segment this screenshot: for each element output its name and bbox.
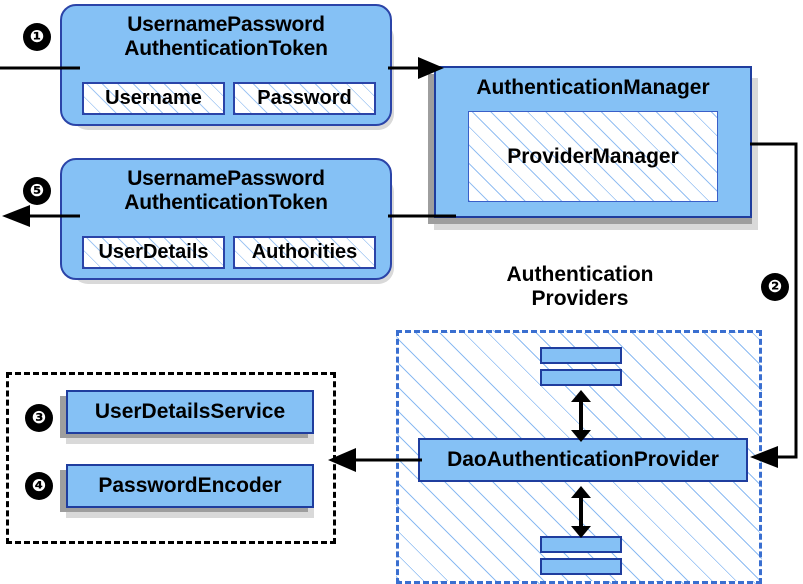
manager-to-response-line <box>388 214 456 218</box>
badge-step-1: ❶ <box>24 24 50 50</box>
dao-authentication-provider-box[interactable]: DaoAuthenticationProvider <box>418 438 748 482</box>
providers-label-line1: Authentication <box>506 263 654 286</box>
slot-authorities: Authorities <box>233 236 376 269</box>
provider-bar-bottom-1[interactable] <box>540 536 622 553</box>
manager-to-provider-connector <box>750 142 798 468</box>
response-token-title-line2: AuthenticationToken <box>124 190 328 214</box>
authentication-providers-label: Authentication Providers <box>460 263 700 311</box>
slot-username: Username <box>82 82 225 115</box>
provider-bar-top-2[interactable] <box>540 369 622 386</box>
provider-manager-box[interactable]: ProviderManager <box>468 111 718 202</box>
request-token-title: UsernamePassword AuthenticationToken <box>62 6 390 60</box>
badge-step-5: ❺ <box>24 178 50 204</box>
provider-to-services-arrow <box>328 448 422 472</box>
response-token-slots: UserDetails Authorities <box>82 236 376 269</box>
badge-step-2: ❷ <box>762 274 788 300</box>
provider-link-arrow-bottom <box>571 486 591 538</box>
response-authentication-token-box[interactable]: UsernamePassword AuthenticationToken Use… <box>60 158 392 280</box>
badge-step-3: ❸ <box>26 405 52 431</box>
slot-password: Password <box>233 82 376 115</box>
request-token-title-line2: AuthenticationToken <box>124 36 328 60</box>
passwordencoder-box[interactable]: PasswordEncoder <box>66 464 314 508</box>
providers-label-line2: Providers <box>531 287 629 311</box>
incoming-request-line <box>0 66 80 70</box>
slot-userdetails: UserDetails <box>82 236 225 269</box>
authentication-manager-box[interactable]: AuthenticationManager ProviderManager <box>434 66 752 218</box>
provider-bar-top-1[interactable] <box>540 347 622 364</box>
authentication-manager-title: AuthenticationManager <box>476 76 710 99</box>
request-token-title-line1: UsernamePassword <box>127 13 325 36</box>
response-token-title: UsernamePassword AuthenticationToken <box>62 160 390 214</box>
response-token-title-line1: UsernamePassword <box>127 167 325 190</box>
request-authentication-token-box[interactable]: UsernamePassword AuthenticationToken Use… <box>60 4 392 126</box>
outgoing-response-arrow <box>2 205 80 227</box>
userdetailsservice-box[interactable]: UserDetailsService <box>66 390 314 434</box>
request-token-slots: Username Password <box>82 82 376 115</box>
badge-step-4: ❹ <box>26 473 52 499</box>
token-to-manager-arrow <box>388 57 444 79</box>
provider-bar-bottom-2[interactable] <box>540 558 622 575</box>
provider-link-arrow-top <box>571 390 591 442</box>
